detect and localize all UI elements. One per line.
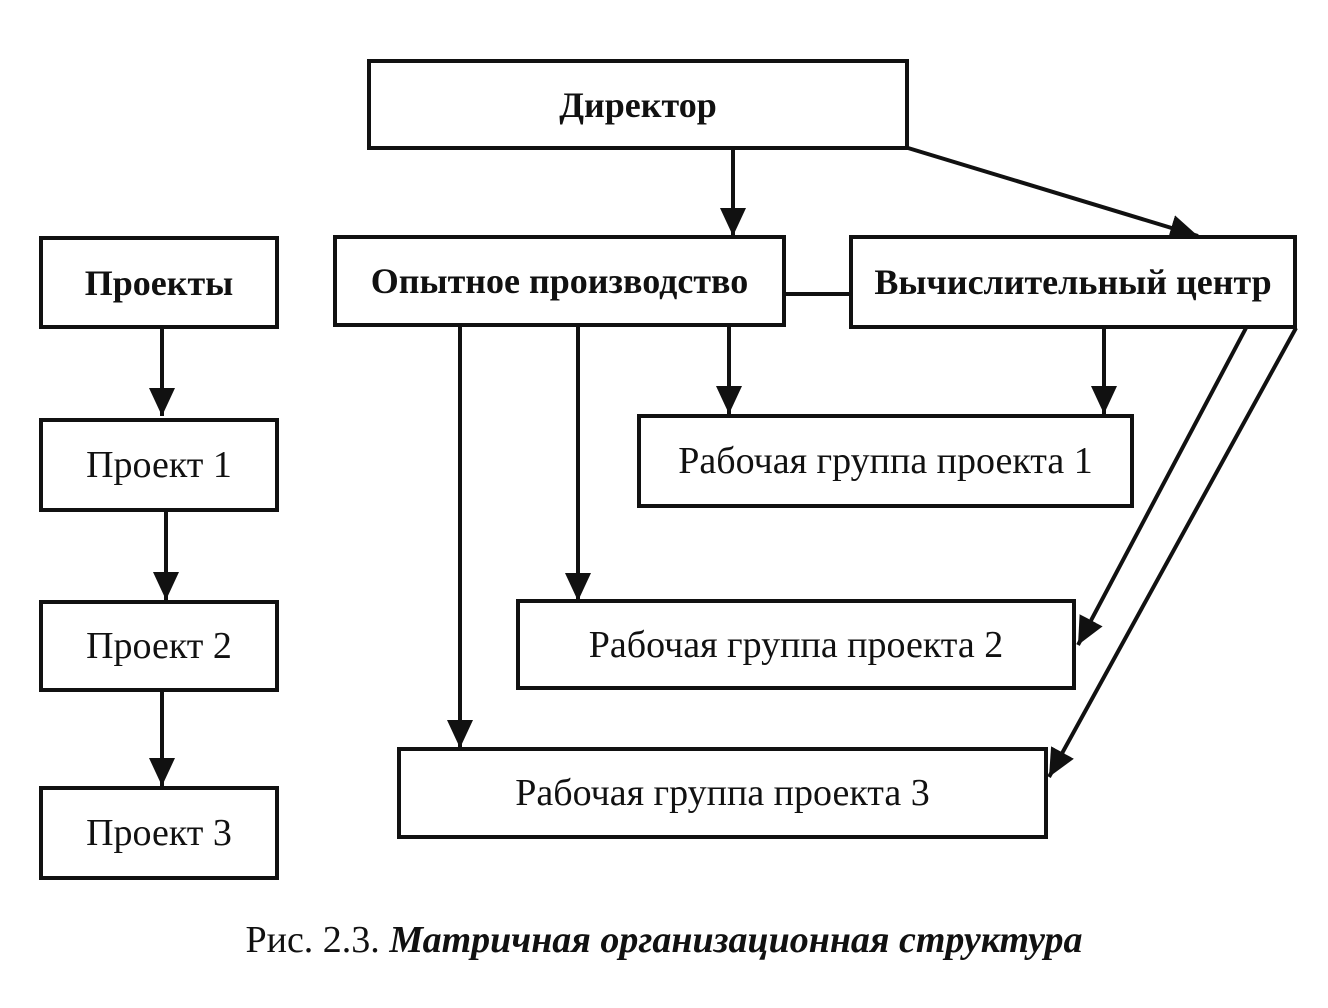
edge-director-to-computing-center (907, 146, 1199, 241)
caption-prefix: Рис. 2.3. (245, 919, 390, 961)
node-workgroup-2: Рабочая группа проекта 2 (516, 599, 1076, 690)
node-workgroup-3: Рабочая группа проекта 3 (397, 747, 1048, 839)
node-project-3: Проект 3 (39, 786, 279, 880)
figure-caption: Рис. 2.3. Матричная организационная стру… (0, 918, 1328, 962)
edge-computing-center-to-workgroup-2 (1076, 327, 1248, 646)
node-director: Директор (367, 59, 909, 150)
node-computing-center: Вычислительный центр (849, 235, 1297, 329)
caption-title: Матричная организационная структура (389, 919, 1083, 961)
node-workgroup-1: Рабочая группа проекта 1 (637, 414, 1134, 508)
node-pilot-production: Опытное производство (333, 235, 786, 327)
node-project-1: Проект 1 (39, 418, 279, 512)
node-project-2: Проект 2 (39, 600, 279, 692)
node-projects: Проекты (39, 236, 279, 329)
edge-computing-center-to-workgroup-3 (1047, 327, 1298, 778)
